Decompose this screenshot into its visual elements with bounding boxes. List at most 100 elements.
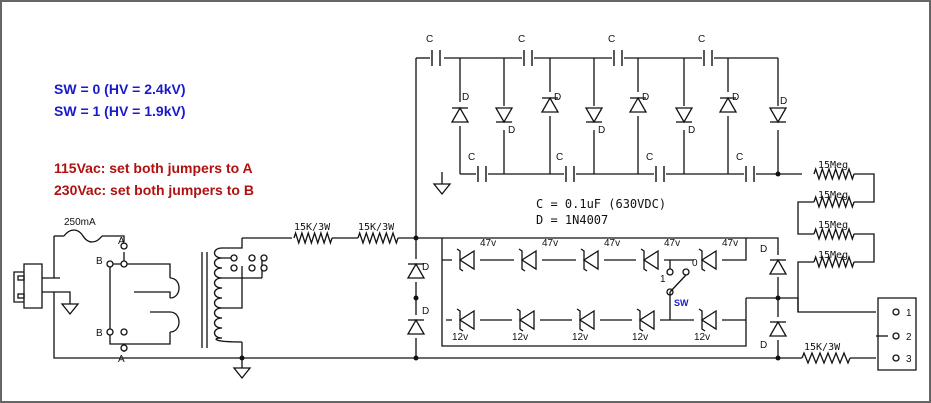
capacitor-icon xyxy=(745,166,755,182)
capacitor-icon xyxy=(431,50,441,66)
resistor-label-r2: 15K/3W xyxy=(358,222,395,233)
jumper-note-115: 115Vac: set both jumpers to A xyxy=(54,160,253,176)
jumper-note-230: 230Vac: set both jumpers to B xyxy=(54,182,254,198)
zener-12v-icon xyxy=(512,308,540,332)
zener-12v-label: 12v xyxy=(452,332,468,343)
multiplier-diode-label: D xyxy=(598,125,605,136)
zener-12v-icon xyxy=(632,308,660,332)
switch-pos0-label: 0 xyxy=(692,258,698,269)
multiplier-diode-label: D xyxy=(732,92,739,103)
resistor-15k-out-icon xyxy=(801,351,851,365)
diode-mask xyxy=(495,106,513,130)
multiplier-diode-icon xyxy=(768,107,788,124)
bridge-diode-label: D xyxy=(422,306,429,317)
multiplier-diode-label: D xyxy=(642,92,649,103)
jumper-label-a-top: A xyxy=(118,236,125,247)
resistor-15meg-icon xyxy=(813,254,855,270)
resistor-label-meg3: 15Meg xyxy=(818,220,848,231)
bridge-diode-icon xyxy=(406,318,426,335)
resistor-label-meg2: 15Meg xyxy=(818,190,848,201)
resistor-label-meg1: 15Meg xyxy=(818,160,848,171)
fuse-label: 250mA xyxy=(64,217,96,228)
zener-12v-label: 12v xyxy=(694,332,710,343)
plug-pin-icon xyxy=(17,293,25,299)
switch-pole-0 xyxy=(682,268,690,276)
capacitor-label: C xyxy=(468,152,475,163)
junction-dot xyxy=(413,295,419,301)
diode-mask xyxy=(675,106,693,130)
zener-12v-icon xyxy=(572,308,600,332)
resistor-label-out: 15K/3W xyxy=(804,342,841,353)
switch-notes: SW = 0 (HV = 2.4kV) SW = 1 (HV = 1.9kV) xyxy=(54,78,186,122)
diode-mask xyxy=(585,106,603,130)
junction-dot xyxy=(775,355,781,361)
resistor-15meg-icon xyxy=(813,166,855,182)
junction-dot xyxy=(413,355,419,361)
plug-pin-icon xyxy=(17,275,25,281)
multiplier-diode-icon xyxy=(718,96,738,113)
junction-dot xyxy=(413,235,419,241)
jumper-pad-b-bottom xyxy=(106,328,114,336)
junction-dot xyxy=(775,171,781,177)
capacitor-legend: C = 0.1uF (630VDC) xyxy=(536,197,666,211)
capacitor-icon xyxy=(477,166,487,182)
transformer-core-icon xyxy=(201,252,208,348)
secondary-tap xyxy=(230,254,238,262)
jumper-notes: 115Vac: set both jumpers to A 230Vac: se… xyxy=(54,157,254,201)
junction-dot xyxy=(775,295,781,301)
terminal-3-icon xyxy=(892,354,900,362)
terminal-2-label: 2 xyxy=(906,332,912,343)
zener-47v-label: 47v xyxy=(722,238,738,249)
resistor-label-meg4: 15Meg xyxy=(818,250,848,261)
multiplier-diode-icon xyxy=(628,96,648,113)
zener-47v-icon xyxy=(636,248,664,272)
zener-12v-label: 12v xyxy=(512,332,528,343)
bridge-diode-label: D xyxy=(760,340,767,351)
junction-dot xyxy=(239,355,245,361)
capacitor-icon xyxy=(613,50,623,66)
resistor-15meg-icon xyxy=(813,226,855,242)
capacitor-label: C xyxy=(426,34,433,45)
capacitor-icon xyxy=(523,50,533,66)
jumper-label-a-bottom: A xyxy=(118,354,125,365)
zener-12v-label: 12v xyxy=(572,332,588,343)
resistor-label-r1: 15K/3W xyxy=(294,222,331,233)
jumper-pad-b-top xyxy=(106,260,114,268)
primary-coil-icon xyxy=(169,311,180,333)
primary-coil-icon xyxy=(169,277,180,299)
resistor-15k-icon xyxy=(357,230,399,246)
multiplier-diode-icon xyxy=(584,107,604,124)
secondary-tap xyxy=(260,254,268,262)
multiplier-diode-icon xyxy=(674,107,694,124)
zener-47v-label: 47v xyxy=(480,238,496,249)
secondary-tap xyxy=(230,264,238,272)
resistor-15k-icon xyxy=(293,230,333,246)
secondary-tap xyxy=(248,264,256,272)
multiplier-diode-label: D xyxy=(508,125,515,136)
capacitor-label: C xyxy=(646,152,653,163)
multiplier-diode-label: D xyxy=(554,92,561,103)
capacitor-icon xyxy=(655,166,665,182)
jumper-pad xyxy=(120,260,128,268)
bridge-diode-icon xyxy=(406,262,426,279)
switch-pos1-label: 1 xyxy=(660,274,666,285)
switch-label: SW xyxy=(674,298,689,308)
zener-47v-icon xyxy=(694,248,722,272)
capacitor-label: C xyxy=(556,152,563,163)
multiplier-diode-icon xyxy=(540,96,560,113)
capacitor-icon xyxy=(565,166,575,182)
switch-lever-icon xyxy=(669,260,687,320)
zener-47v-icon xyxy=(576,248,604,272)
bridge-diode-label: D xyxy=(760,244,767,255)
bridge-diode-label: D xyxy=(422,262,429,273)
ground-icon xyxy=(232,367,252,380)
jumper-label-b-top: B xyxy=(96,256,103,267)
multiplier-diode-label: D xyxy=(462,92,469,103)
diode-mask xyxy=(769,106,787,130)
zener-12v-icon xyxy=(452,308,480,332)
fuse-icon xyxy=(63,229,103,243)
ground-icon xyxy=(60,303,80,316)
